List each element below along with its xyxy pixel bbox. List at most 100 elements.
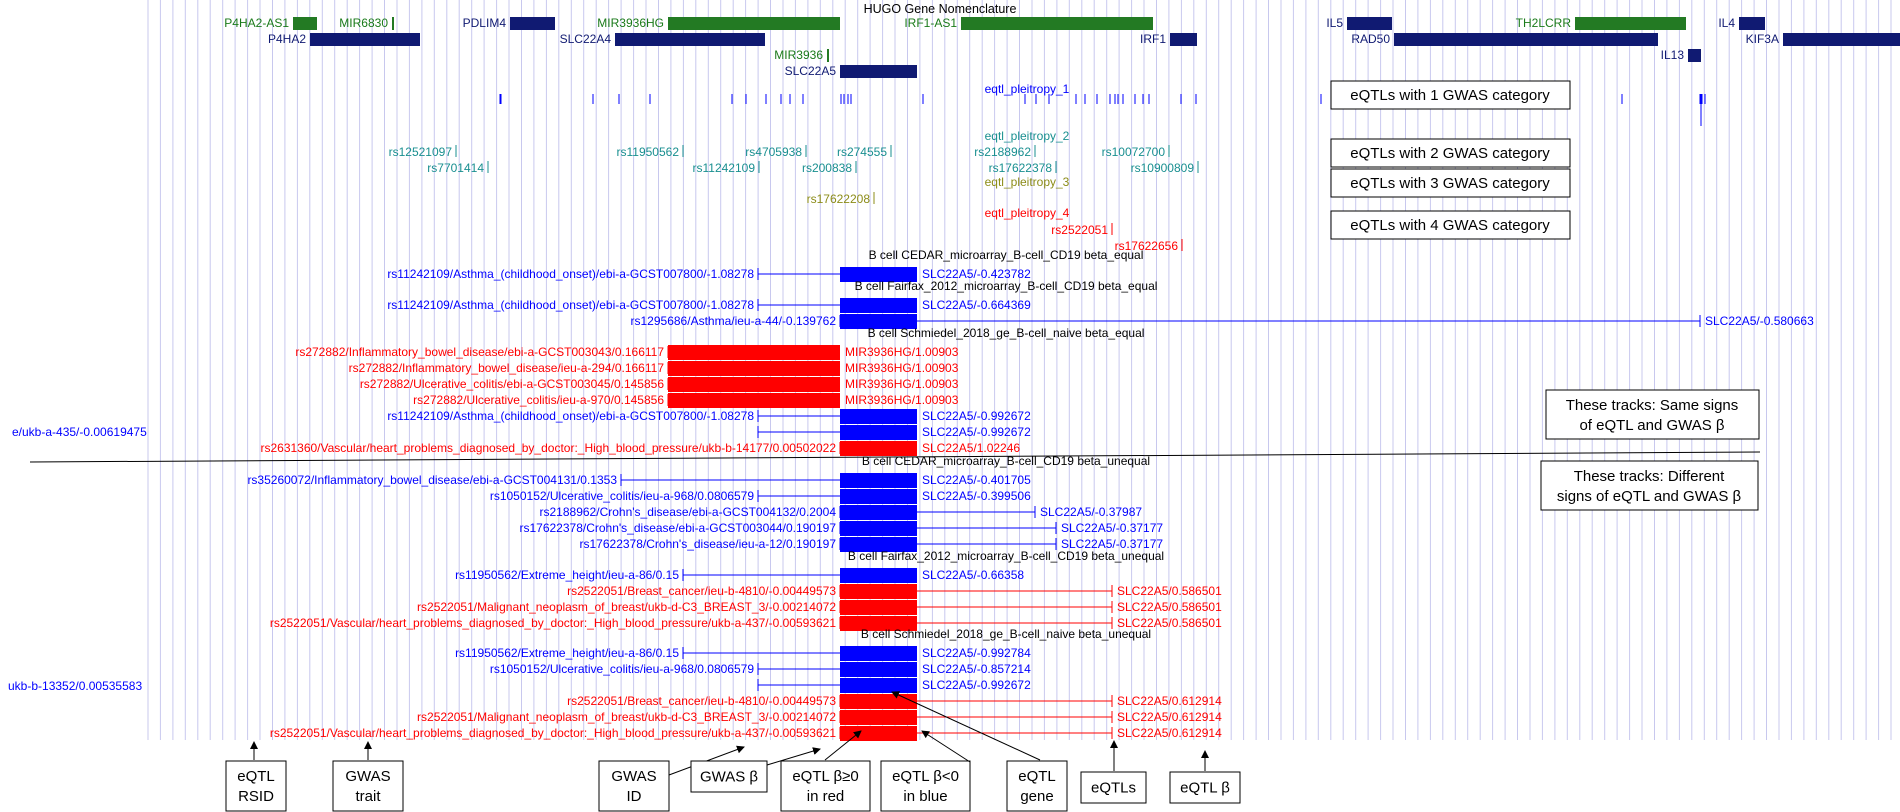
category-box (1330, 138, 1571, 168)
gene-block (1575, 17, 1686, 30)
legend-label: ID (627, 788, 642, 805)
legend-label: trait (355, 788, 381, 805)
gene-block (961, 17, 1153, 30)
eqtl-gene-label: SLC22A5/1.02246 (922, 441, 1020, 455)
track-title: B cell Fairfax_2012_microarray_B-cell_CD… (848, 549, 1164, 563)
gwas-label: rs11242109/Asthma_(childhood_onset)/ebi-… (387, 267, 754, 281)
legend-box (1006, 760, 1068, 812)
eqtl-gene-label: SLC22A5/0.612914 (1117, 726, 1222, 740)
snp-label: rs2188962 (974, 145, 1031, 159)
eqtl-box (840, 568, 917, 583)
snp-label: rs12521097 (389, 145, 453, 159)
gwas-label: rs11242109/Asthma_(childhood_onset)/ebi-… (387, 409, 754, 423)
legend-label: eQTL β<0 (892, 768, 959, 785)
gene-block (1347, 17, 1392, 30)
eqtl-box (840, 600, 917, 615)
gwas-label: rs1295686/Asthma/ieu-a-44/-0.139762 (631, 314, 837, 328)
gene-label: SLC22A4 (560, 32, 612, 46)
snp-label: rs274555 (837, 145, 887, 159)
gene-block (1688, 49, 1701, 62)
gene-block (293, 17, 317, 30)
category-box-label: eQTLs with 2 GWAS category (1350, 145, 1550, 162)
gene-label: IRF1 (1140, 32, 1166, 46)
category-box (1330, 210, 1571, 240)
eqtl-gene-label: SLC22A5/0.586501 (1117, 600, 1222, 614)
gene-block (310, 33, 420, 46)
same-signs-box (1545, 389, 1760, 440)
legend-label: eQTL β (1180, 780, 1230, 797)
legend-box (332, 760, 404, 812)
snp-label: rs7701414 (427, 161, 484, 175)
gene-label: PDLIM4 (463, 16, 507, 30)
gwas-label: rs272882/Ulcerative_colitis/ieu-a-970/0.… (413, 393, 664, 407)
eqtl-gene-label: SLC22A5/-0.37177 (1061, 537, 1163, 551)
eqtl-box (840, 521, 917, 536)
gene-label: MIR3936 (774, 48, 823, 62)
legend-box (880, 760, 971, 812)
gene-label: P4HA2 (268, 32, 306, 46)
eqtl-gene-label: MIR3936HG/1.00903 (845, 345, 959, 359)
eqtl-gene-label: SLC22A5/-0.37177 (1061, 521, 1163, 535)
legend-arrow (824, 730, 862, 761)
eqtl-box (840, 662, 917, 677)
eqtl-gene-label: SLC22A5/-0.992672 (922, 425, 1031, 439)
eqtl-gene-label: SLC22A5/0.612914 (1117, 710, 1222, 724)
gwas-label: rs2522051/Malignant_neoplasm_of_breast/u… (417, 710, 836, 724)
eqtl-gene-label: SLC22A5/-0.992784 (922, 646, 1031, 660)
same-signs-line: of eQTL and GWAS β (1579, 417, 1724, 434)
legend-box (1169, 771, 1241, 804)
eqtl-gene-label: SLC22A5/-0.401705 (922, 473, 1031, 487)
gene-label: TH2LCRR (1516, 16, 1572, 30)
gene-label: IRF1-AS1 (904, 16, 957, 30)
pleiotropy-track-title: eqtl_pleitropy_4 (985, 206, 1070, 220)
eqtl-box (668, 377, 840, 392)
snp-label: rs17622656 (1115, 239, 1179, 253)
gwas-label: rs17622378/Crohn's_disease/ieu-a-12/0.19… (580, 537, 837, 551)
gwas-label: rs11950562/Extreme_height/ieu-a-86/0.15 (455, 646, 679, 660)
snp-label: rs17622208 (807, 192, 871, 206)
gene-label: IL4 (1718, 16, 1735, 30)
gwas-label: rs35260072/Inflammatory_bowel_disease/eb… (247, 473, 617, 487)
legend-label: gene (1020, 788, 1053, 805)
eqtl-box (840, 314, 917, 329)
legend-box (780, 760, 871, 812)
clipped-label: ukb-b-13352/0.00535583 (8, 679, 142, 693)
clipped-label: e/ukb-a-435/-0.00619475 (12, 425, 147, 439)
snp-label: rs11950562 (617, 145, 680, 159)
gene-label: IL13 (1661, 48, 1685, 62)
legend-label: in red (807, 788, 845, 805)
gene-label: IL5 (1326, 16, 1343, 30)
eqtl-box (840, 537, 917, 552)
gene-label: RAD50 (1351, 32, 1390, 46)
eqtl-gene-label: SLC22A5/-0.399506 (922, 489, 1031, 503)
gene-label: KIF3A (1746, 32, 1779, 46)
category-box (1330, 80, 1571, 110)
legend-label: GWAS β (700, 769, 758, 786)
gwas-label: rs2522051/Vascular/heart_problems_diagno… (270, 616, 836, 630)
gwas-label: rs2631360/Vascular/heart_problems_diagno… (260, 441, 836, 455)
legend-box (225, 760, 287, 812)
different-signs-line: signs of eQTL and GWAS β (1557, 488, 1742, 505)
eqtl-box (840, 489, 917, 504)
eqtl-gwas-tracks: B cell CEDAR_microarray_B-cell_CD19 beta… (8, 248, 1814, 741)
gwas-label: rs1050152/Ulcerative_colitis/ieu-a-968/0… (490, 662, 754, 676)
eqtl-gene-label: SLC22A5/-0.992672 (922, 409, 1031, 423)
gene-block (840, 65, 917, 78)
eqtl-gene-label: MIR3936HG/1.00903 (845, 361, 959, 375)
legend-label: RSID (238, 788, 274, 805)
eqtl-box (840, 710, 917, 725)
gene-block (1739, 17, 1765, 30)
gwas-label: rs17622378/Crohn's_disease/ebi-a-GCST003… (519, 521, 836, 535)
eqtl-gene-label: MIR3936HG/1.00903 (845, 393, 959, 407)
pleiotropy-track-title: eqtl_pleitropy_3 (985, 175, 1070, 189)
snp-label: rs200838 (802, 161, 852, 175)
eqtl-box (668, 345, 840, 360)
snp-label: rs2522051 (1051, 223, 1108, 237)
gene-label: MIR6830 (339, 16, 388, 30)
different-signs-line: These tracks: Different (1574, 468, 1725, 485)
legend-label: eQTL (237, 768, 275, 785)
eqtl-box (840, 473, 917, 488)
